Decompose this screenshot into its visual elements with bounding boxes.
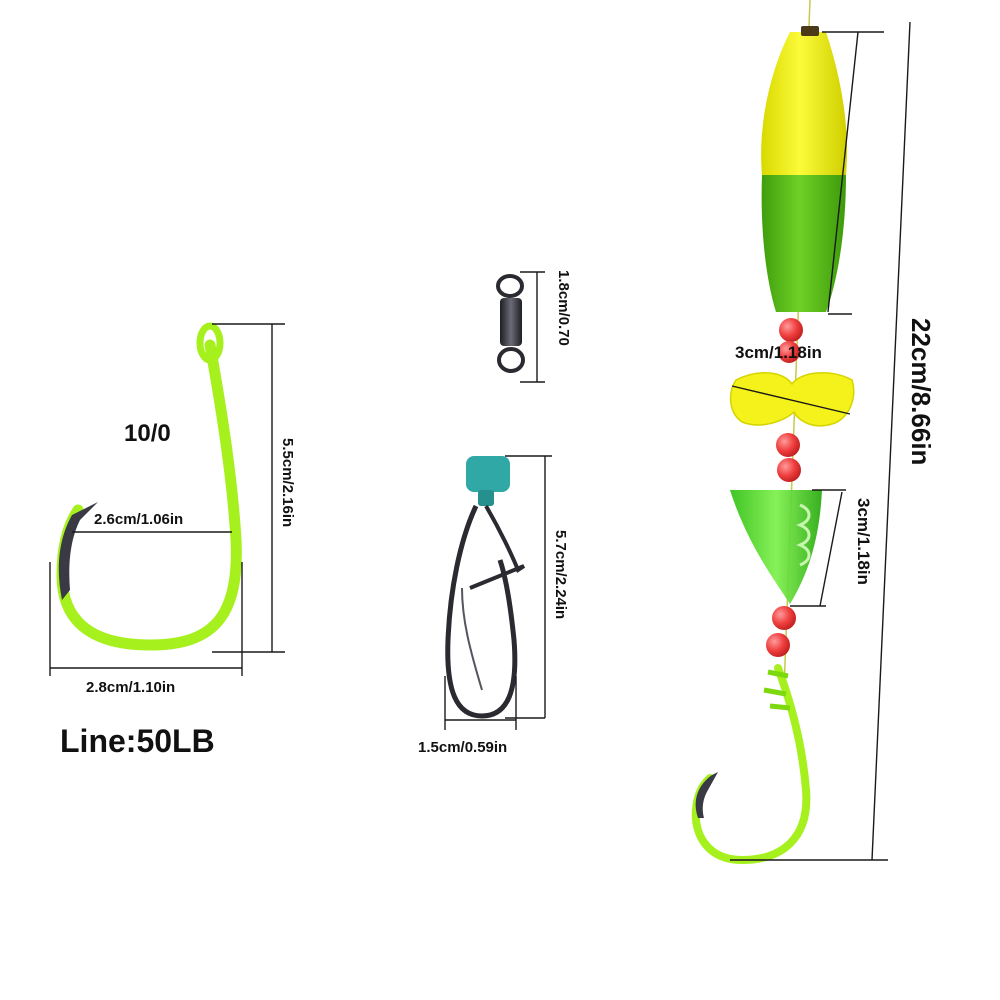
circle-hook-image [56, 339, 242, 651]
bead [776, 433, 800, 457]
cone-float [730, 490, 822, 604]
hook-inner-width-dim: 2.6cm/1.06in [72, 511, 232, 533]
bead [778, 341, 800, 363]
swivel-length-label: 1.8cm/0.70 [555, 270, 572, 346]
hook-outer-width-label: 2.8cm/1.10in [86, 679, 175, 696]
snap-clip-image [445, 456, 526, 719]
bead [766, 633, 790, 657]
rig-total-length-label: 22cm/8.66in [906, 318, 936, 465]
hook-outer-width-dim: 2.8cm/1.10in [49, 562, 243, 696]
spinner-width-label: 3cm/1.18in [735, 343, 822, 362]
bead [772, 606, 796, 630]
hook-point [58, 502, 98, 600]
line-strength-label: Line:50LB [60, 723, 215, 759]
hook-inner-width-label: 2.6cm/1.06in [94, 511, 183, 528]
circle-hook-group [56, 322, 242, 651]
float-length-dim [827, 31, 859, 315]
cone-length-dim: 3cm/1.18in [790, 489, 873, 607]
barrel-swivel-image [496, 274, 525, 373]
float-yellow [761, 32, 848, 175]
snap-teal-sleeve [466, 456, 510, 492]
bead [777, 458, 801, 482]
spinner-blade [729, 372, 855, 427]
float-rig-image [691, 0, 855, 865]
cone-length-label: 3cm/1.18in [854, 498, 873, 585]
rig-hook [691, 664, 811, 865]
hook-eye [196, 322, 224, 364]
spinner-width-dim: 3cm/1.18in [731, 343, 851, 415]
hook-height-label: 5.5cm/2.16in [279, 438, 296, 527]
rig-total-length-dim: 22cm/8.66in [730, 21, 936, 861]
snap-length-label: 5.7cm/2.24in [552, 530, 569, 619]
snap-length-dim: 5.7cm/2.24in [505, 455, 569, 719]
swivel-length-dim: 1.8cm/0.70 [520, 270, 572, 383]
float-green [761, 175, 846, 312]
bead [779, 318, 803, 342]
hook-height-dim: 5.5cm/2.16in [212, 323, 296, 653]
snap-width-dim: 1.5cm/0.59in [418, 676, 517, 756]
hook-size-label: 10/0 [124, 420, 171, 447]
snap-width-label: 1.5cm/0.59in [418, 739, 507, 756]
